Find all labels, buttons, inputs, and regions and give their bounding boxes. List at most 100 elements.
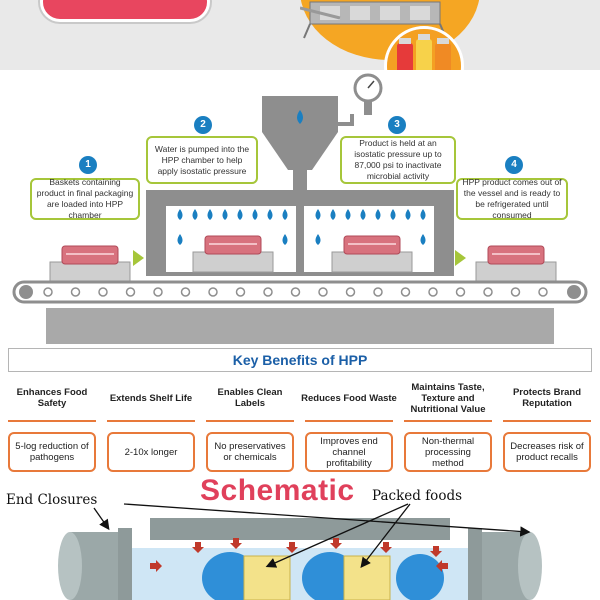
packed-foods-leader-right [360,503,411,569]
water-drops [177,209,426,245]
packed-foods-leader-left [265,503,409,568]
water-drop-icon [420,234,426,245]
flow-arrow-icon [133,250,144,266]
benefit-brand-reputation: Protects Brand Reputation Decreases risk… [499,376,595,476]
roller-icon [510,287,521,297]
water-drop-icon [282,234,288,245]
roller-icon [483,287,493,297]
benefit-divider [404,420,492,422]
roller-icon [345,287,356,297]
roller-icon [235,287,246,297]
end-closure-right [468,528,542,600]
step-2-description: Water is pumped into the HPP chamber to … [146,136,258,184]
water-drop-icon [297,110,303,124]
roller-icon [318,287,328,297]
benefit-detail: 2-10x longer [107,432,195,472]
benefit-divider [206,420,294,422]
benefit-detail: Non-thermal processing method [404,432,492,472]
pressure-arrow-icon [286,542,298,553]
water-drop-icon [222,209,228,220]
roller-icon [373,287,383,297]
basket-icon [49,245,131,283]
packed-food-right [302,552,444,600]
pressure-arrow-icon [380,542,392,553]
benefit-taste-texture: Maintains Taste, Texture and Nutritional… [400,376,496,476]
pink-label-pill [40,0,210,22]
schematic-title: Schematic [200,474,355,507]
basket-icon [192,235,274,273]
basket-icon [475,245,557,283]
benefit-clean-labels: Enables Clean Labels No preservatives or… [202,376,298,476]
water-drop-icon [420,209,426,220]
benefit-divider [8,420,96,422]
roller-icon [153,287,163,297]
roller-icon [263,287,273,297]
roller-icon [98,287,108,297]
hopper-neck [293,170,307,190]
benefit-detail: Improves end channel profitability [305,432,393,472]
water-drop-icon [267,209,273,220]
water-drop-icon [405,209,411,220]
roller-icon [43,287,53,297]
pressure-arrows [150,538,448,572]
pressure-arrow-icon [150,560,162,572]
pressure-arrow-icon [430,546,442,557]
basket-icon [331,235,413,273]
benefit-detail: 5-log reduction of pathogens [8,432,96,472]
benefit-title: Protects Brand Reputation [512,387,582,409]
schematic-illustration [58,503,542,600]
benefit-divider [107,420,195,422]
roller-icon [125,287,136,297]
water-drop-icon [207,209,213,220]
packed-foods-label: Packed foods [372,488,463,504]
conveyor-base [46,308,554,344]
step-1-description: Baskets containing product in final pack… [30,177,140,220]
product-baskets [49,235,557,283]
hopper-funnel [262,132,338,170]
benefit-detail: Decreases risk of product recalls [503,432,591,472]
benefit-food-safety: Enhances Food Safety 5-log reduction of … [4,376,100,476]
gear-icon [567,285,581,299]
benefit-divider [305,420,393,422]
benefit-title: Maintains Taste, Texture and Nutritional… [410,381,486,415]
water-drop-icon [177,209,183,220]
roller-icon [208,287,218,297]
step-2-badge: 2 [194,116,212,134]
benefit-food-waste: Reduces Food Waste Improves end channel … [301,376,397,476]
conveyor-rollers [43,287,548,297]
pressure-arrow-icon [330,538,342,549]
water-drop-icon [330,209,336,220]
step-3-badge: 3 [388,116,406,134]
end-closure-left [58,528,132,600]
benefit-detail: No preservatives or chemicals [206,432,294,472]
water-drop-icon [237,209,243,220]
benefit-title: Extends Shelf Life [109,392,193,404]
water-drop-icon [177,234,183,245]
water-drop-icon [252,209,258,220]
end-closures-label: End Closures [6,492,98,508]
water-drop-icon [315,234,321,245]
juice-bottles-circle [384,26,464,70]
water-drop-icon [375,209,381,220]
end-closure-leader-left [93,507,110,531]
benefit-shelf-life: Extends Shelf Life 2-10x longer [103,376,199,476]
step-3-description: Product is held at an isostatic pressure… [340,136,456,184]
benefit-title: Reduces Food Waste [301,392,397,404]
water-drop-icon [315,209,321,220]
water-drop-icon [192,209,198,220]
step-4-description: HPP product comes out of the vessel and … [456,177,568,220]
gear-icon [19,285,33,299]
end-closure-leader-right [123,503,531,537]
roller-icon [428,287,438,297]
pressure-arrow-icon [230,538,242,549]
roller-icon [400,287,411,297]
benefits-heading: Key Benefits of HPP [8,348,592,372]
water-drop-icon [345,209,351,220]
juice-bottles-illustration [397,34,451,70]
roller-icon [455,287,466,297]
benefit-title: Enables Clean Labels [217,387,283,409]
hpp-process-diagram: 1 Baskets containing product in final pa… [0,70,600,350]
water-drop-icon [282,209,288,220]
water-drop-icon [390,209,396,220]
flow-arrow-icon [455,250,466,266]
